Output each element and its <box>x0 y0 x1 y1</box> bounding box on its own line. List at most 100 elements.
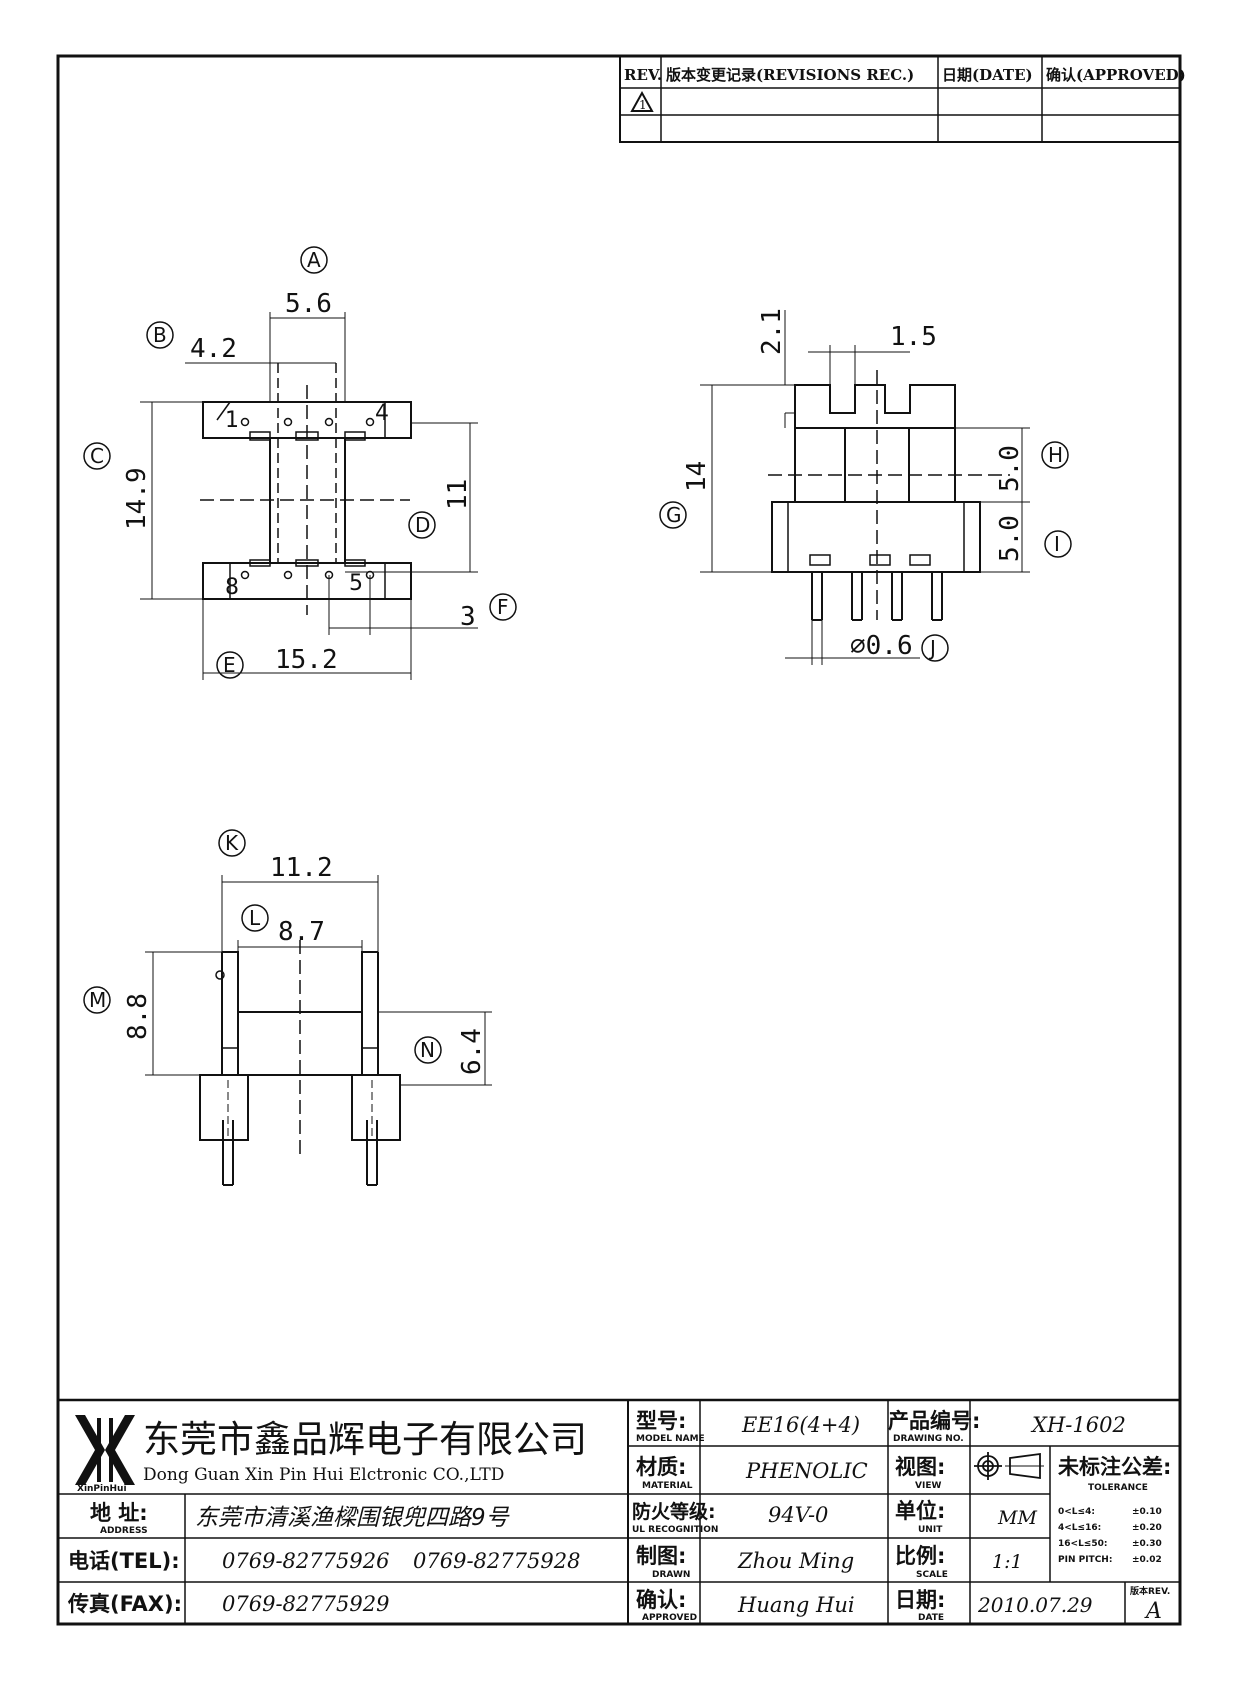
approved-label: 确认: <box>636 1588 686 1612</box>
material-label-en: MATERIAL <box>642 1481 693 1491</box>
drawing-no-label-en: DRAWING NO. <box>893 1434 964 1444</box>
bubble-d: D <box>408 511 436 539</box>
svg-text:C: C <box>90 444 104 468</box>
fax-label: 传真(FAX): <box>67 1592 182 1616</box>
bubble-c: C <box>83 442 111 470</box>
svg-text:L: L <box>249 906 261 930</box>
dim-c-value: 14.9 <box>122 467 152 530</box>
svg-text:B: B <box>153 323 167 347</box>
address-label: 地 址: <box>90 1501 148 1525</box>
rev-value: A <box>1144 1599 1162 1624</box>
date-label: 日期: <box>895 1588 945 1612</box>
unit-label-en: UNIT <box>918 1525 943 1535</box>
date-label-en: DATE <box>918 1613 944 1623</box>
approved-value: Huang Hui <box>737 1593 855 1617</box>
date-value: 2010.07.29 <box>977 1593 1093 1617</box>
dim-i-value: 5.0 <box>995 515 1025 562</box>
dim-m-value: 8.8 <box>123 993 153 1040</box>
revision-table <box>619 55 1181 143</box>
tol-row-4-value: ±0.02 <box>1132 1555 1162 1565</box>
tolerance-label: 未标注公差: <box>1058 1455 1171 1479</box>
dim-l-value: 8.7 <box>278 917 325 947</box>
fax-value: 0769-82775929 <box>222 1592 389 1616</box>
bubble-e: E <box>216 651 244 679</box>
svg-text:A: A <box>307 248 321 272</box>
dim-j-value: ⌀0.6 <box>850 631 913 661</box>
dim-g-value: 14 <box>682 461 712 492</box>
address-label-en: ADDRESS <box>100 1526 148 1536</box>
approved-label-en: APPROVED <box>642 1613 697 1623</box>
bubble-h: H <box>1041 441 1069 469</box>
tol-row-1-value: ±0.10 <box>1132 1507 1162 1517</box>
svg-text:D: D <box>415 513 430 537</box>
ul-label-en: UL RECOGNITION <box>632 1525 718 1535</box>
dim-h-value: 5.0 <box>995 445 1025 492</box>
model-label: 型号: <box>636 1409 686 1433</box>
tol-row-4-range: PIN PITCH: <box>1058 1555 1112 1565</box>
unit-label: 单位: <box>895 1499 945 1523</box>
tol-row-2-range: 4<L≤16: <box>1058 1523 1101 1533</box>
company-name-en: Dong Guan Xin Pin Hui Elctronic CO.,LTD <box>143 1465 504 1485</box>
bubble-i: I <box>1044 530 1072 558</box>
front-view <box>145 875 492 1186</box>
pin-1-label: 1 <box>225 408 239 433</box>
rev-triangle-icon: 1 <box>630 90 654 112</box>
tol-row-3-value: ±0.30 <box>1132 1539 1162 1549</box>
model-label-en: MODEL NAME <box>636 1434 705 1444</box>
dim-n-value: 6.4 <box>457 1028 487 1075</box>
svg-text:E: E <box>223 653 236 677</box>
company-logo: XinPinHui <box>75 1415 135 1494</box>
bubble-g: G <box>659 501 687 529</box>
ul-value: 94V-0 <box>768 1503 828 1527</box>
view-label: 视图: <box>895 1455 945 1479</box>
bubble-m: M <box>83 986 111 1014</box>
svg-text:M: M <box>89 988 106 1012</box>
company-name-cn: 东莞市鑫品辉电子有限公司 <box>143 1418 587 1461</box>
material-label: 材质: <box>636 1455 686 1479</box>
material-value: PHENOLIC <box>745 1459 868 1483</box>
ul-label: 防火等级: <box>632 1500 716 1523</box>
svg-text:1: 1 <box>639 98 647 112</box>
bubble-a: A <box>300 246 328 274</box>
tol-row-2-value: ±0.20 <box>1132 1523 1162 1533</box>
rev-label: 版本REV. <box>1129 1585 1170 1597</box>
tol-row-1-range: 0<L≤4: <box>1058 1507 1095 1517</box>
drawn-label-en: DRAWN <box>652 1570 690 1580</box>
dim-e-value: 15.2 <box>275 645 338 675</box>
dim-f-value: 3 <box>460 602 476 632</box>
dim-1-5-value: 1.5 <box>890 322 937 352</box>
tel-value-2: 0769-82775928 <box>413 1549 580 1573</box>
scale-label-en: SCALE <box>916 1570 948 1580</box>
svg-text:J: J <box>928 636 936 660</box>
tel-label: 电话(TEL): <box>68 1549 180 1573</box>
model-value: EE16(4+4) <box>741 1413 860 1437</box>
pin-5-label: 5 <box>349 571 363 596</box>
unit-value: MM <box>997 1507 1037 1529</box>
dim-d-value: 11 <box>443 479 473 510</box>
bubble-l: L <box>241 904 269 932</box>
view-label-en: VIEW <box>915 1481 941 1491</box>
dim-b-value: 4.2 <box>190 334 237 364</box>
pin-8-label: 8 <box>225 575 239 600</box>
pin-4-label: 4 <box>375 401 389 426</box>
drawn-label: 制图: <box>636 1544 686 1568</box>
svg-text:K: K <box>225 831 239 855</box>
tel-value-1: 0769-82775926 <box>222 1549 389 1573</box>
projection-symbol-icon <box>974 1452 1044 1480</box>
revisions-header: 版本变更记录(REVISIONS REC.) <box>666 66 914 84</box>
scale-value: 1:1 <box>992 1551 1023 1573</box>
rev-header: REV. <box>624 66 662 84</box>
bubble-f: F <box>489 593 517 621</box>
side-view <box>700 310 1030 665</box>
bubble-j: J <box>921 634 949 662</box>
title-block-grid <box>58 1398 1180 1624</box>
top-view <box>140 312 478 680</box>
approved-header: 确认(APPROVED) <box>1046 66 1186 84</box>
svg-text:I: I <box>1054 532 1060 556</box>
svg-text:H: H <box>1048 443 1063 467</box>
svg-text:XinPinHui: XinPinHui <box>77 1484 127 1494</box>
dim-2-1-value: 2.1 <box>757 308 787 355</box>
bubble-k: K <box>218 829 246 857</box>
date-header: 日期(DATE) <box>942 66 1033 84</box>
dim-a-value: 5.6 <box>285 289 332 319</box>
